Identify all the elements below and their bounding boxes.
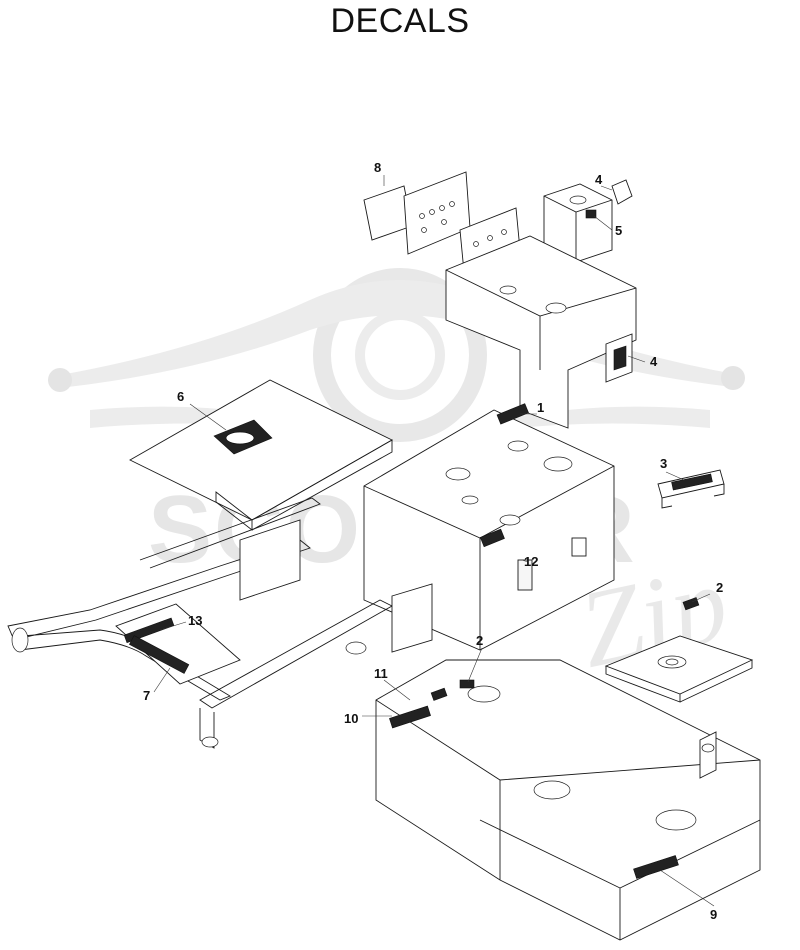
decal-7 bbox=[128, 635, 190, 674]
decal-10 bbox=[389, 705, 431, 729]
callout-8: 8 bbox=[374, 160, 381, 175]
decal-4-top bbox=[611, 179, 633, 205]
decal-2-deck bbox=[459, 679, 475, 689]
chassis-upper bbox=[445, 235, 637, 429]
callout-7: 7 bbox=[143, 688, 150, 703]
decal-1 bbox=[496, 403, 529, 425]
decal-5 bbox=[585, 209, 597, 219]
callout-5: 5 bbox=[615, 223, 622, 238]
callout-13: 13 bbox=[188, 613, 202, 628]
decal-3 bbox=[671, 473, 713, 491]
callout-3: 3 bbox=[660, 456, 667, 471]
callout-1: 1 bbox=[537, 400, 544, 415]
decal-12-upper bbox=[479, 528, 505, 548]
callout-2-deck: 2 bbox=[476, 633, 483, 648]
decal-12 bbox=[517, 559, 533, 591]
leader-lines bbox=[153, 175, 715, 907]
deck-plate-right bbox=[604, 597, 754, 703]
fuel-tank bbox=[543, 179, 633, 263]
callout-6: 6 bbox=[177, 389, 184, 404]
foot-plate bbox=[129, 379, 393, 531]
callout-11: 11 bbox=[374, 666, 388, 681]
callout-10: 10 bbox=[344, 711, 358, 726]
decal-9 bbox=[633, 855, 679, 879]
decal-4-side bbox=[613, 345, 627, 371]
callout-4-side: 4 bbox=[650, 354, 658, 369]
decal-13 bbox=[123, 617, 175, 644]
bracket-part bbox=[657, 469, 725, 509]
page-title: DECALS bbox=[330, 2, 470, 40]
callout-2-right: 2 bbox=[716, 580, 723, 595]
watermark-logo bbox=[48, 268, 745, 442]
mower-deck bbox=[375, 659, 761, 941]
callout-4-top: 4 bbox=[595, 172, 603, 187]
seat-plates bbox=[363, 171, 521, 273]
handle-frame bbox=[7, 497, 433, 749]
callout-9: 9 bbox=[710, 907, 717, 922]
callout-12: 12 bbox=[524, 554, 538, 569]
